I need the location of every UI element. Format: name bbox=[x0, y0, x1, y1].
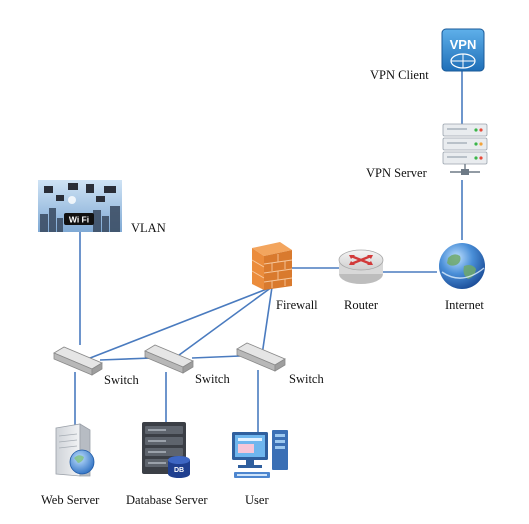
database-server-node: DB bbox=[138, 418, 196, 480]
link-firewall-switch1 bbox=[84, 286, 273, 361]
firewall-node bbox=[250, 240, 294, 292]
user-label: User bbox=[245, 493, 269, 507]
wifi-icon-text: Wi Fi bbox=[69, 215, 89, 225]
wifi-city-icon: Wi Fi bbox=[38, 180, 122, 232]
link-firewall-switch3 bbox=[261, 286, 273, 356]
user-node bbox=[230, 426, 292, 482]
router-label: Router bbox=[344, 298, 379, 312]
switch-icon bbox=[144, 344, 194, 374]
database-server-icon: DB bbox=[142, 422, 190, 478]
switch-3-label: Switch bbox=[289, 372, 324, 386]
link-switch1-switch2 bbox=[99, 357, 153, 361]
link-switch2-switch3 bbox=[191, 355, 241, 359]
switch-1-label: Switch bbox=[104, 373, 139, 387]
internet-node bbox=[436, 240, 488, 292]
firewall-icon bbox=[251, 242, 293, 290]
vpn-client-label: VPN Client bbox=[370, 68, 429, 82]
globe-icon bbox=[439, 243, 485, 289]
switch-2-node bbox=[143, 343, 195, 375]
firewall-label: Firewall bbox=[276, 298, 318, 312]
web-server-node bbox=[50, 422, 100, 480]
database-server-label: Database Server bbox=[126, 493, 208, 507]
vlan-label: VLAN bbox=[131, 221, 166, 235]
link-firewall-switch2 bbox=[174, 286, 273, 359]
router-icon bbox=[338, 249, 384, 284]
switch-2-label: Switch bbox=[195, 372, 230, 386]
db-icon-text: DB bbox=[174, 467, 184, 474]
switch-3-node bbox=[235, 341, 287, 373]
switch-icon bbox=[236, 342, 286, 372]
web-server-label: Web Server bbox=[41, 493, 100, 507]
vpn-server-label: VPN Server bbox=[366, 166, 427, 180]
vpn-icon: VPN bbox=[441, 28, 485, 72]
router-node bbox=[337, 248, 385, 288]
web-server-icon bbox=[55, 423, 95, 477]
vlan-node: Wi Fi bbox=[38, 180, 122, 232]
vpn-icon-text: VPN bbox=[450, 37, 477, 52]
switch-icon bbox=[53, 346, 103, 376]
desktop-computer-icon bbox=[232, 430, 288, 478]
vpn-server-node bbox=[440, 122, 490, 180]
server-rack-icon bbox=[442, 123, 488, 175]
internet-label: Internet bbox=[445, 298, 484, 312]
vpn-client-node: VPN bbox=[441, 28, 485, 72]
switch-1-node bbox=[52, 345, 104, 377]
